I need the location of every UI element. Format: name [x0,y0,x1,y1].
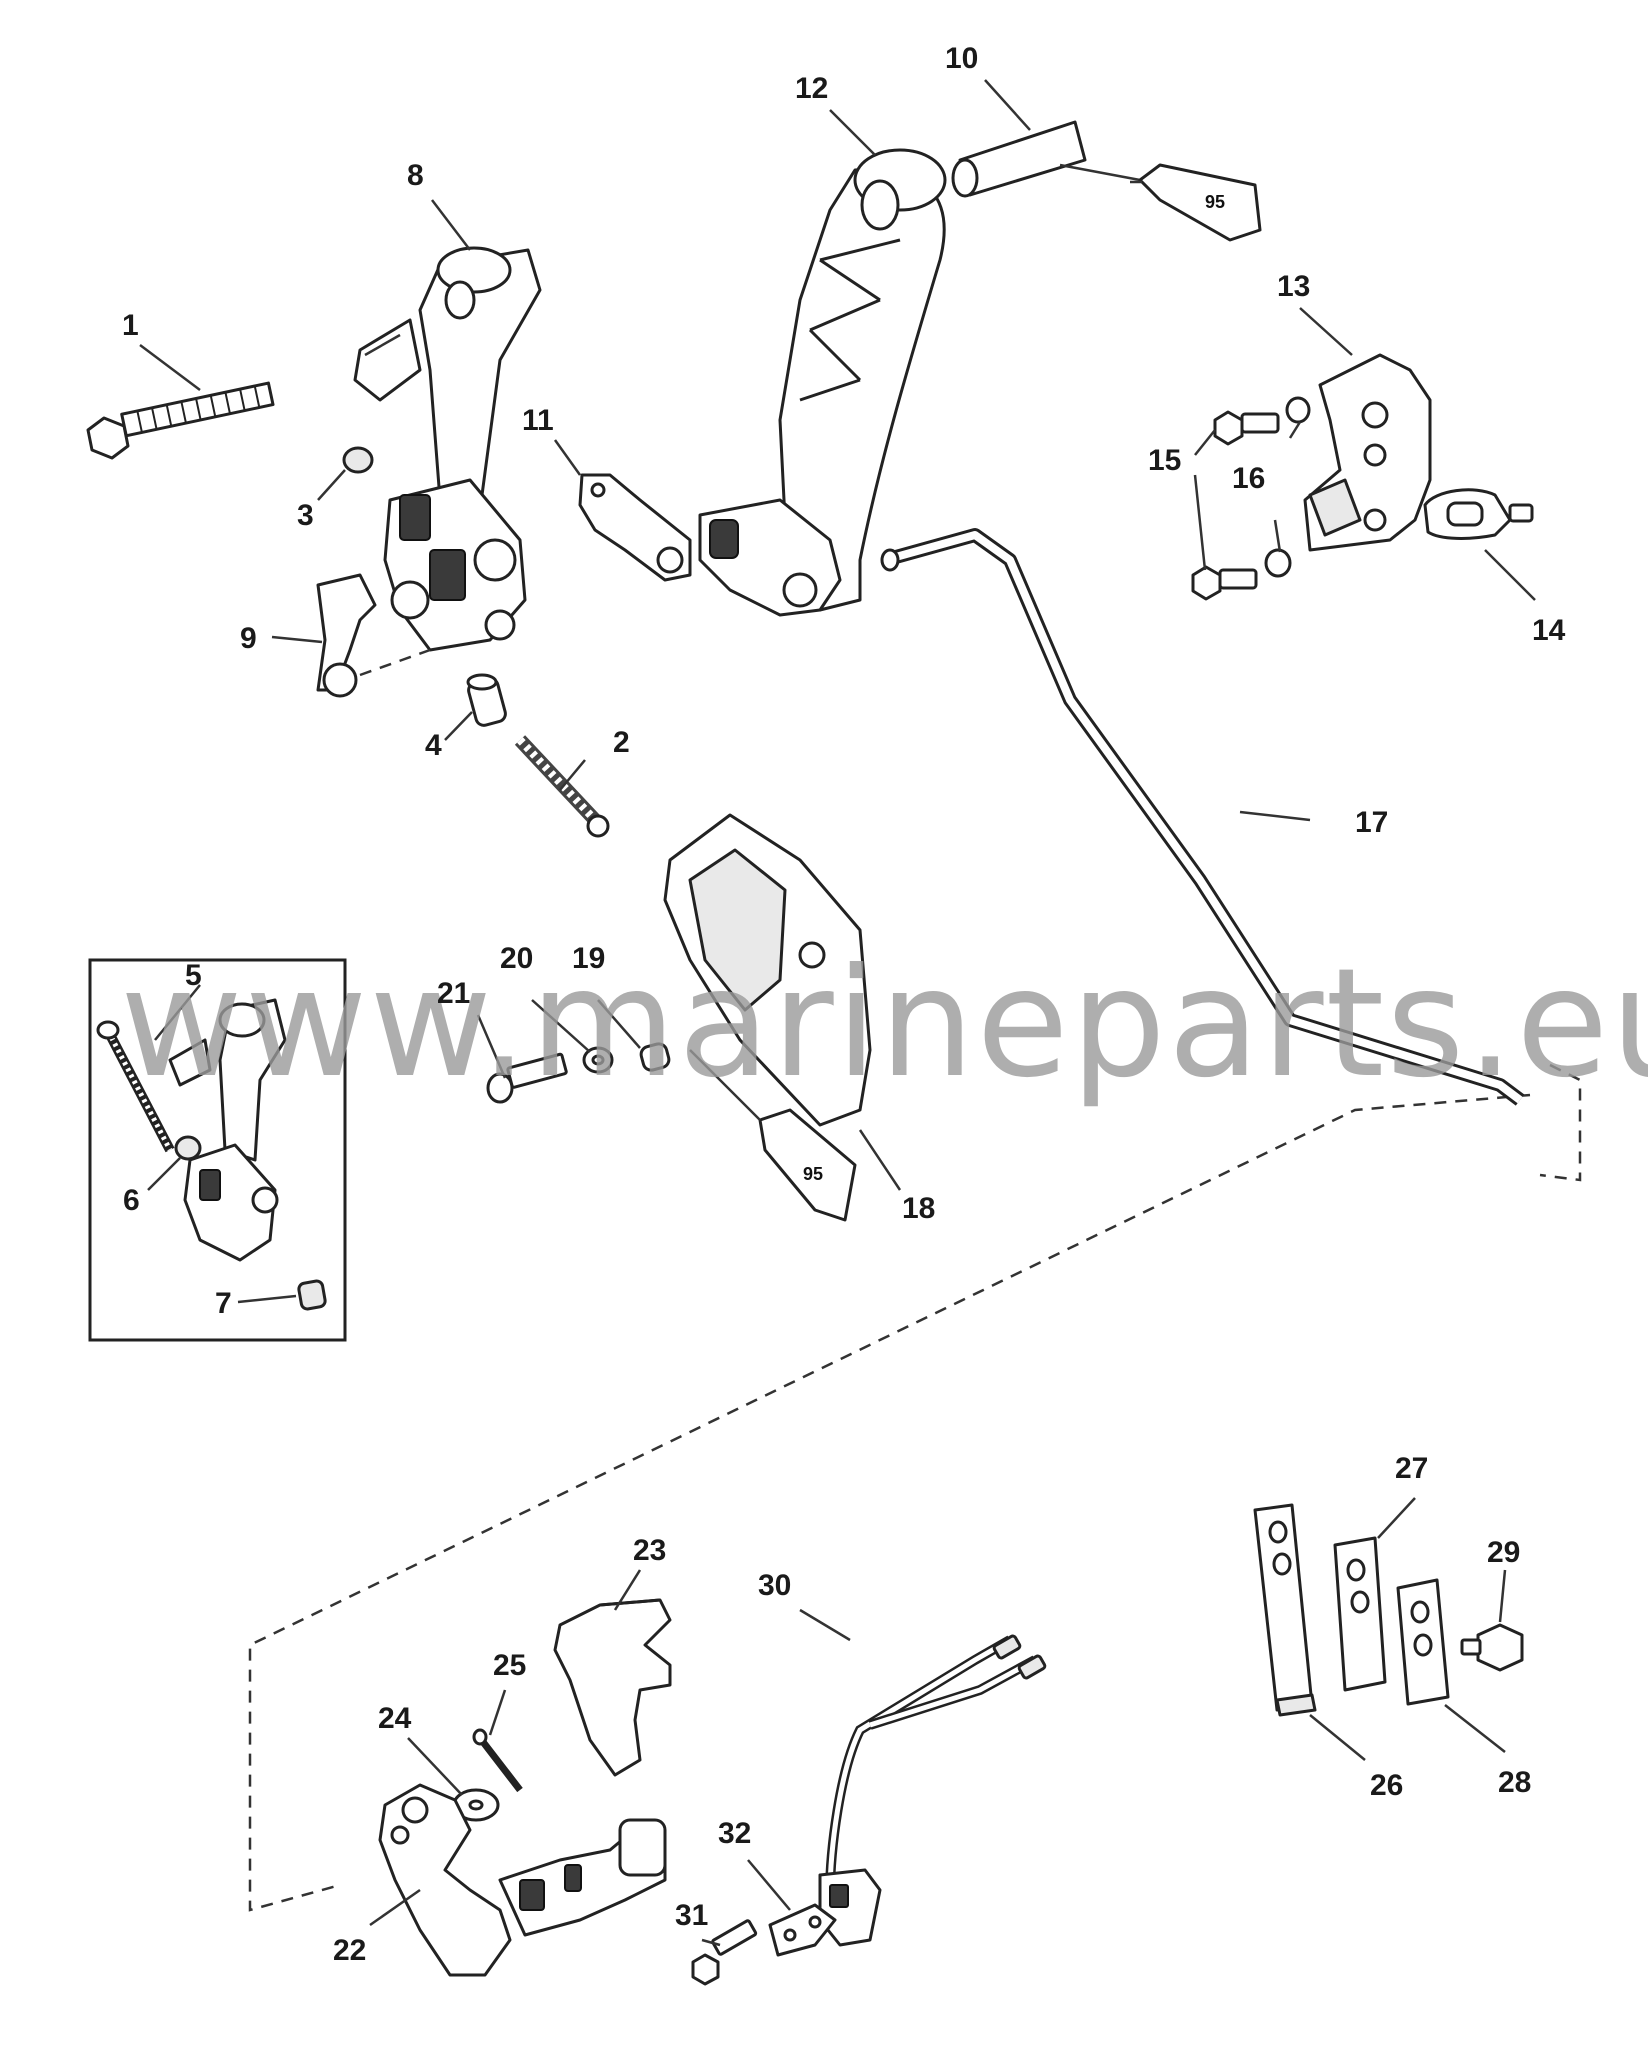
callout-15: 15 [1148,444,1181,477]
callout-9: 9 [240,622,257,655]
part-15-nut-lower [1191,565,1258,601]
callout-13: 13 [1277,270,1310,303]
part-5-bolt [96,1020,175,1153]
callout-2: 2 [613,726,630,759]
callout-20: 20 [500,942,533,975]
callout-labels: 1 2 3 4 5 6 7 8 9 10 11 12 13 14 15 16 1… [122,42,1566,1967]
part-29-bolt [1460,1623,1524,1672]
part-19-bushing [639,1042,671,1072]
watermark-text: www.marineparts.eu [120,937,1648,1111]
part-17-throttle-rod [880,528,1525,1106]
assembly-guide-lines [248,1063,1582,1912]
part-30-harness [818,1634,1047,1947]
part-14-sensor-plate [1423,488,1534,540]
callout-27: 27 [1395,1452,1428,1485]
part-7-bushing [297,1279,327,1311]
part-22-shift-lever [378,1783,667,1977]
part-27-shim [1333,1536,1387,1692]
callout-3: 3 [297,499,314,532]
callout-16: 16 [1232,462,1265,495]
tube-label-upper: 95 [1205,192,1225,212]
callout-11: 11 [522,404,554,437]
part-4-bushing [466,673,507,727]
callout-24: 24 [378,1702,412,1735]
part-10-pin [951,120,1141,198]
part-26-shim [1253,1503,1317,1717]
callout-29: 29 [1487,1536,1520,1569]
callout-6: 6 [123,1184,140,1217]
callout-26: 26 [1370,1769,1403,1802]
part-31-screw [691,1919,758,1986]
part-2-spring [514,735,610,838]
part-13-bracket [1303,353,1432,552]
linkage-block [383,478,527,652]
callout-17: 17 [1355,806,1388,839]
callout-10: 10 [945,42,978,75]
part-16-spacer-upper [1285,396,1311,424]
tube-label-lower: 95 [803,1164,823,1184]
callout-30: 30 [758,1569,791,1602]
callout-32: 32 [718,1817,751,1850]
part-8-throttle-lever [353,246,542,512]
part-23-bracket [553,1598,672,1777]
callout-7: 7 [215,1287,232,1320]
callout-31: 31 [675,1899,708,1932]
callout-21: 21 [437,977,470,1010]
part-18-cover [663,813,872,1127]
part-9-cam-link [316,573,431,698]
lubricant-tube-lower: 95 [689,1049,857,1222]
part-6-sleeve [174,1135,202,1161]
callout-1: 1 [122,309,139,342]
lubricant-tube-upper: 95 [1130,163,1262,242]
inset-box [88,958,347,1342]
part-16-spacer-lower [1264,548,1292,578]
part-12-throttle-arm [698,148,947,617]
part-11-link-plate [578,473,692,582]
leader-lines [139,79,1536,1947]
part-21-screw [486,1052,568,1104]
part-25-cotter-pin [472,1728,523,1793]
callout-18: 18 [902,1192,935,1225]
callout-12: 12 [795,72,828,105]
part-20-washer [582,1046,614,1074]
part-32-gasket [768,1903,837,1957]
callout-5: 5 [185,959,202,992]
callout-22: 22 [333,1934,366,1967]
part-1-bolt [86,381,275,460]
callout-4: 4 [425,729,442,762]
callout-14: 14 [1532,614,1566,647]
callout-8: 8 [407,159,424,192]
callout-23: 23 [633,1534,666,1567]
part-15-nut-upper [1213,410,1280,446]
part-3-sleeve [342,446,374,474]
callout-25: 25 [493,1649,526,1682]
part-28-shim [1396,1578,1450,1706]
callout-19: 19 [572,942,605,975]
callout-28: 28 [1498,1766,1531,1799]
